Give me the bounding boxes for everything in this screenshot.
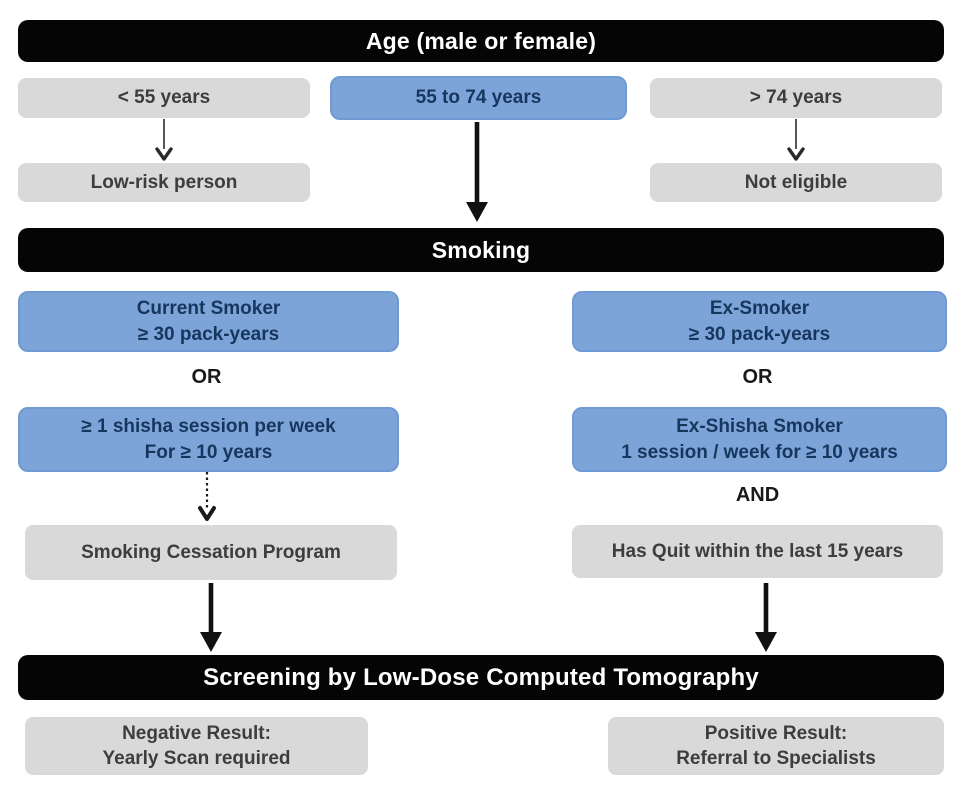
shisha-line2: For ≥ 10 years <box>144 441 273 463</box>
screening-header-bar: Screening by Low-Dose Computed Tomograph… <box>18 655 944 700</box>
arrow-over74-to-noteligible-icon <box>787 119 805 161</box>
cessation-program-label: Smoking Cessation Program <box>81 541 341 563</box>
negative-result-line1: Negative Result: <box>122 722 271 744</box>
cessation-program-box: Smoking Cessation Program <box>25 525 397 580</box>
not-eligible-outcome-label: Not eligible <box>744 171 848 193</box>
low-risk-outcome-box: Low-risk person <box>18 163 310 202</box>
low-risk-outcome-label: Low-risk person <box>90 171 238 193</box>
age-over-74-label: > 74 years <box>749 87 843 109</box>
has-quit-label: Has Quit within the last 15 years <box>611 540 904 562</box>
current-smoker-line2: ≥ 30 pack-years <box>137 323 280 345</box>
age-header-bar: Age (male or female) <box>18 20 944 62</box>
positive-result-line2: Referral to Specialists <box>676 748 876 769</box>
current-smoker-criterion-box: Current Smoker ≥ 30 pack-years <box>18 291 399 352</box>
ex-shisha-criterion-box: Ex-Shisha Smoker 1 session / week for ≥ … <box>572 407 947 472</box>
smoking-header-label: Smoking <box>431 236 531 263</box>
ex-shisha-line1: Ex-Shisha Smoker <box>676 416 843 438</box>
or-connector-right: OR <box>742 366 773 388</box>
has-quit-box: Has Quit within the last 15 years <box>572 525 943 578</box>
age-under-55-label: < 55 years <box>117 87 211 109</box>
arrow-age-to-smoking-icon <box>466 122 488 222</box>
smoking-header-bar: Smoking <box>18 228 944 272</box>
ex-smoker-line2: ≥ 30 pack-years <box>688 323 831 345</box>
ex-shisha-line2: 1 session / week for ≥ 10 years <box>621 441 898 463</box>
or-connector-left: OR <box>191 366 222 388</box>
screening-header-label: Screening by Low-Dose Computed Tomograph… <box>203 663 759 691</box>
ex-smoker-line1: Ex-Smoker <box>709 298 810 320</box>
current-smoker-line1: Current Smoker <box>136 298 281 320</box>
arrow-shisha-to-cessation-icon <box>198 472 216 521</box>
shisha-criterion-box: ≥ 1 shisha session per week For ≥ 10 yea… <box>18 407 399 472</box>
shisha-line1: ≥ 1 shisha session per week <box>81 416 336 438</box>
ex-smoker-criterion-box: Ex-Smoker ≥ 30 pack-years <box>572 291 947 352</box>
negative-result-box: Negative Result: Yearly Scan required <box>25 717 368 775</box>
not-eligible-outcome-box: Not eligible <box>650 163 942 202</box>
age-55-to-74-box: 55 to 74 years <box>330 76 627 120</box>
age-under-55-box: < 55 years <box>18 78 310 118</box>
positive-result-box: Positive Result: Referral to Specialists <box>608 717 944 775</box>
and-connector: AND <box>735 484 780 506</box>
age-over-74-box: > 74 years <box>650 78 942 118</box>
arrow-cessation-to-screening-icon <box>200 583 222 652</box>
age-header-label: Age (male or female) <box>365 27 597 54</box>
positive-result-line1: Positive Result: <box>704 722 848 744</box>
negative-result-line2: Yearly Scan required <box>102 748 291 769</box>
arrow-hasquit-to-screening-icon <box>755 583 777 652</box>
arrow-under55-to-lowrisk-icon <box>155 119 173 161</box>
age-55-to-74-label: 55 to 74 years <box>415 87 542 109</box>
